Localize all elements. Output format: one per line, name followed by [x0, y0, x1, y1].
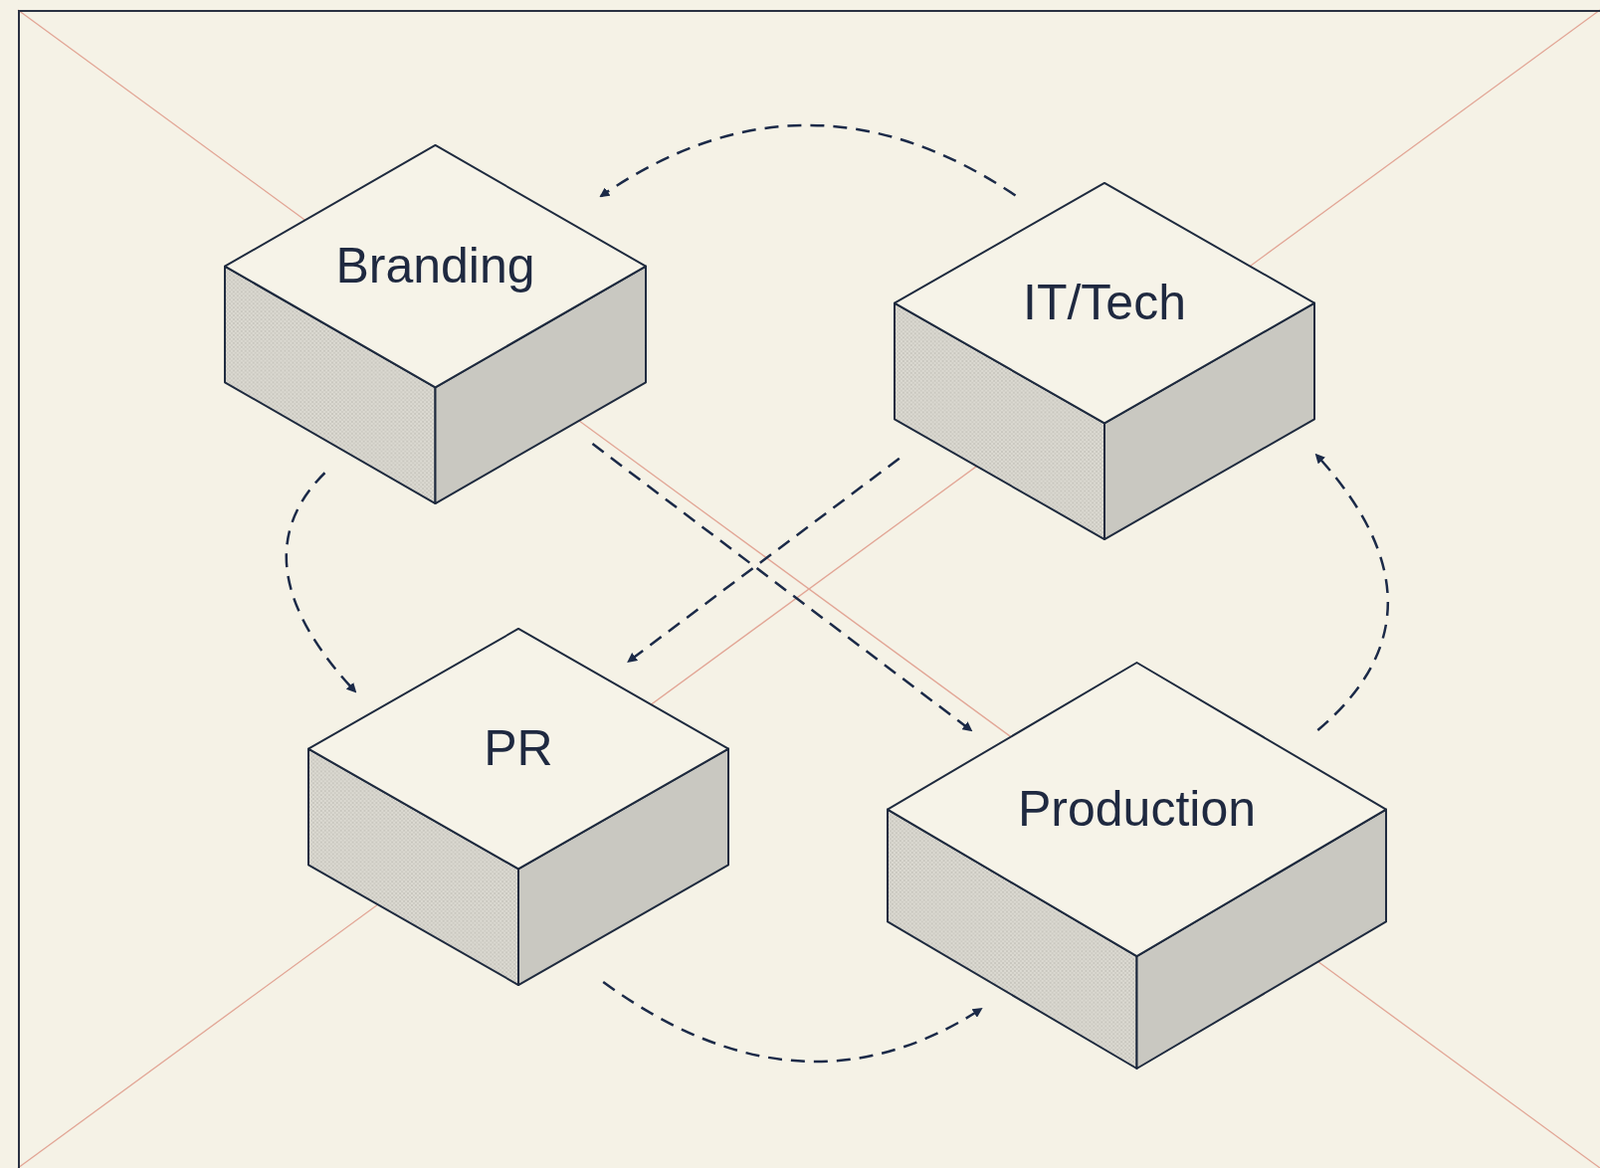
box-label: IT/Tech [1022, 275, 1187, 331]
cube-outline [222, 143, 648, 506]
iso-box: Branding [222, 143, 648, 506]
cube-top-face [308, 628, 729, 869]
dashed-arrow [286, 472, 356, 692]
dashed-arrow [628, 458, 900, 662]
iso-box: PR [306, 626, 731, 988]
cube-top-face [894, 183, 1315, 423]
iso-box: Production [885, 660, 1389, 1071]
frame [18, 10, 1600, 1168]
iso-box: IT/Tech [892, 181, 1317, 542]
box-label: Branding [335, 238, 535, 294]
cube-outline [306, 626, 731, 988]
dashed-arrow [592, 443, 971, 731]
cube-top-face [887, 662, 1387, 957]
cube-top-face [224, 145, 646, 388]
box-label: PR [483, 721, 553, 777]
cube-outline [892, 181, 1317, 542]
dashed-arrow [602, 982, 982, 1062]
cube-outline [885, 660, 1389, 1071]
dashed-arrow [1316, 454, 1389, 731]
guide-line [17, 9, 1600, 1168]
guide-line [17, 9, 1600, 1168]
dashed-arrow [600, 125, 1016, 197]
box-label: Production [1017, 782, 1256, 837]
